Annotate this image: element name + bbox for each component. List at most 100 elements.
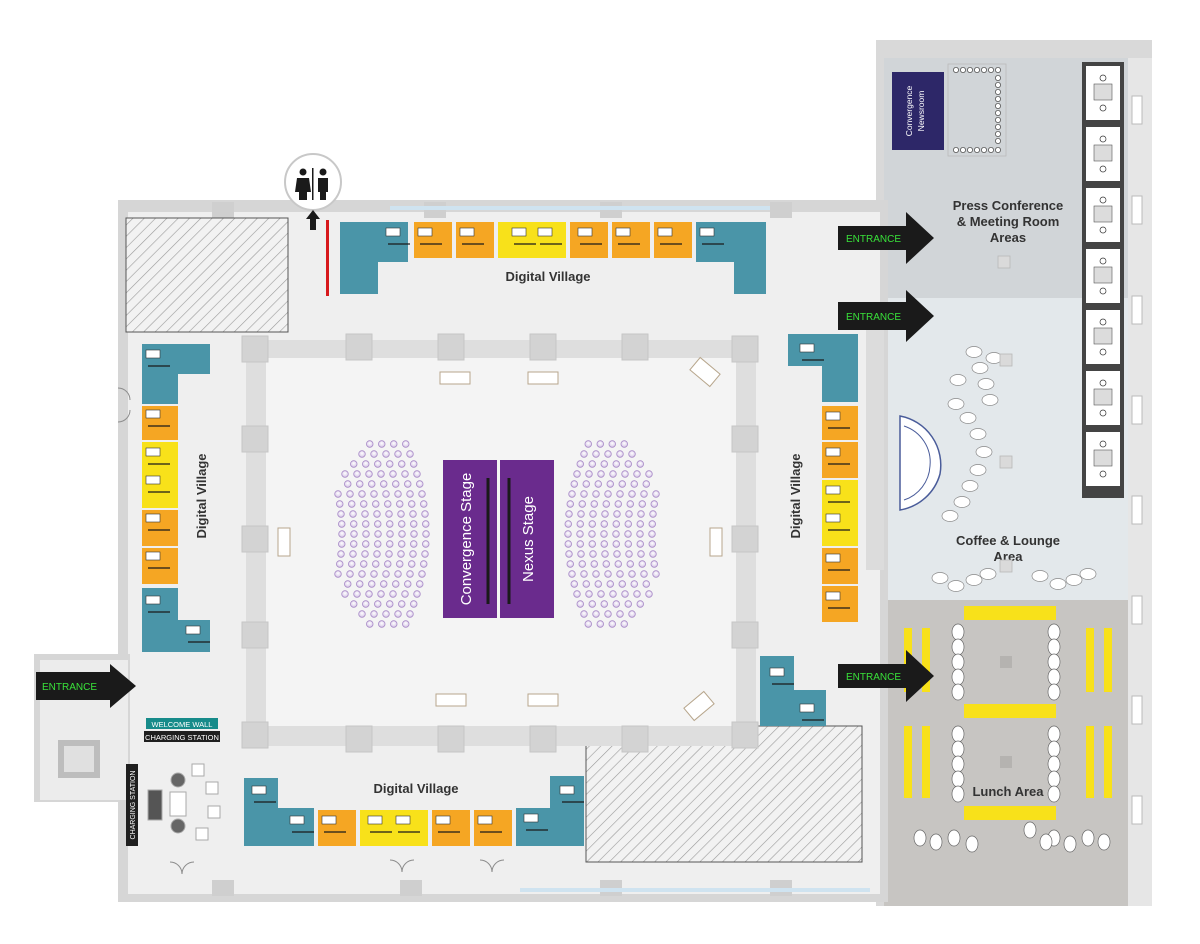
seat (650, 560, 658, 568)
seat (570, 580, 578, 588)
seat (568, 490, 576, 498)
restroom-icon (295, 168, 328, 200)
entrance-top-right[interactable]: ENTRANCE (838, 212, 934, 264)
seat (618, 580, 626, 588)
seat (620, 440, 628, 448)
seat (346, 570, 354, 578)
seat (336, 500, 344, 508)
seat (636, 530, 644, 538)
lunch-area-label: Lunch Area (972, 784, 1044, 799)
seat (628, 450, 636, 458)
seat (382, 610, 390, 618)
seat (633, 470, 641, 478)
booths-top[interactable] (326, 220, 766, 296)
seat (380, 480, 388, 488)
seat (628, 570, 636, 578)
convergence-stage-label: Convergence Stage (458, 473, 475, 606)
seat (585, 590, 593, 598)
seat (362, 600, 370, 608)
entrance-mid-right[interactable]: ENTRANCE (838, 290, 934, 342)
seat (645, 590, 653, 598)
seat (360, 560, 368, 568)
doors[interactable] (117, 387, 505, 875)
seat (600, 520, 608, 528)
seat (401, 470, 409, 478)
newsroom[interactable]: Convergence Newsroom (892, 72, 944, 150)
stage-convergence[interactable]: Convergence Stage (443, 460, 497, 618)
seat (390, 440, 398, 448)
seat (592, 610, 600, 618)
entrance-label: ENTRANCE (42, 682, 97, 693)
seat (373, 510, 381, 518)
seat (392, 580, 400, 588)
seat (580, 450, 588, 458)
seat (612, 460, 620, 468)
seat (590, 560, 598, 568)
seat (406, 450, 414, 458)
seat (612, 530, 620, 538)
seat (420, 500, 428, 508)
seat (416, 580, 424, 588)
restroom[interactable] (284, 153, 342, 230)
entrance-left[interactable]: ENTRANCE (36, 664, 136, 708)
seat (614, 500, 622, 508)
seat (576, 520, 584, 528)
seat (341, 590, 349, 598)
seat (604, 610, 612, 618)
seat (408, 560, 416, 568)
seat (358, 490, 366, 498)
seat (386, 520, 394, 528)
seat (337, 550, 345, 558)
seat (649, 550, 657, 558)
seat (588, 600, 596, 608)
seat (382, 570, 390, 578)
seat (338, 530, 346, 538)
seat (616, 570, 624, 578)
booths-bottom[interactable] (244, 776, 584, 846)
seat (638, 500, 646, 508)
seat (589, 510, 597, 518)
seat (385, 550, 393, 558)
seat (398, 600, 406, 608)
seat (373, 550, 381, 558)
seat (604, 570, 612, 578)
stage-nexus[interactable]: Nexus Stage (500, 460, 554, 618)
press-conference-label-3: Areas (990, 230, 1026, 245)
seat (409, 510, 417, 518)
seat (396, 560, 404, 568)
seat (356, 480, 364, 488)
newsroom-label-1: Convergence (904, 85, 914, 136)
charging-lounge-furniture (147, 763, 221, 841)
entrance-arrow-icon (36, 664, 136, 708)
seat (362, 540, 370, 548)
seat (384, 560, 392, 568)
seat (368, 480, 376, 488)
entrance-label: ENTRANCE (846, 234, 901, 245)
seat (389, 590, 397, 598)
seat (633, 590, 641, 598)
seat (588, 520, 596, 528)
seat (625, 550, 633, 558)
seat (422, 540, 430, 548)
seat (590, 500, 598, 508)
seat (576, 600, 584, 608)
seat (410, 600, 418, 608)
svg-text:CHARGING STATION: CHARGING STATION (145, 733, 219, 742)
seat (392, 480, 400, 488)
seat (398, 530, 406, 538)
seat (628, 490, 636, 498)
seat (350, 520, 358, 528)
seat (612, 600, 620, 608)
entrance-lower-right[interactable]: ENTRANCE (838, 650, 934, 702)
welcome-wall: WELCOME WALL (146, 718, 218, 729)
entrance-label: ENTRANCE (846, 672, 901, 683)
coffee-lounge-label-1: Coffee & Lounge (956, 533, 1060, 548)
newsroom-label-2: Newsroom (916, 91, 926, 132)
seat (394, 490, 402, 498)
seat (568, 570, 576, 578)
seat (353, 590, 361, 598)
seat (612, 540, 620, 548)
seat (413, 590, 421, 598)
seat (374, 530, 382, 538)
seat (349, 550, 357, 558)
